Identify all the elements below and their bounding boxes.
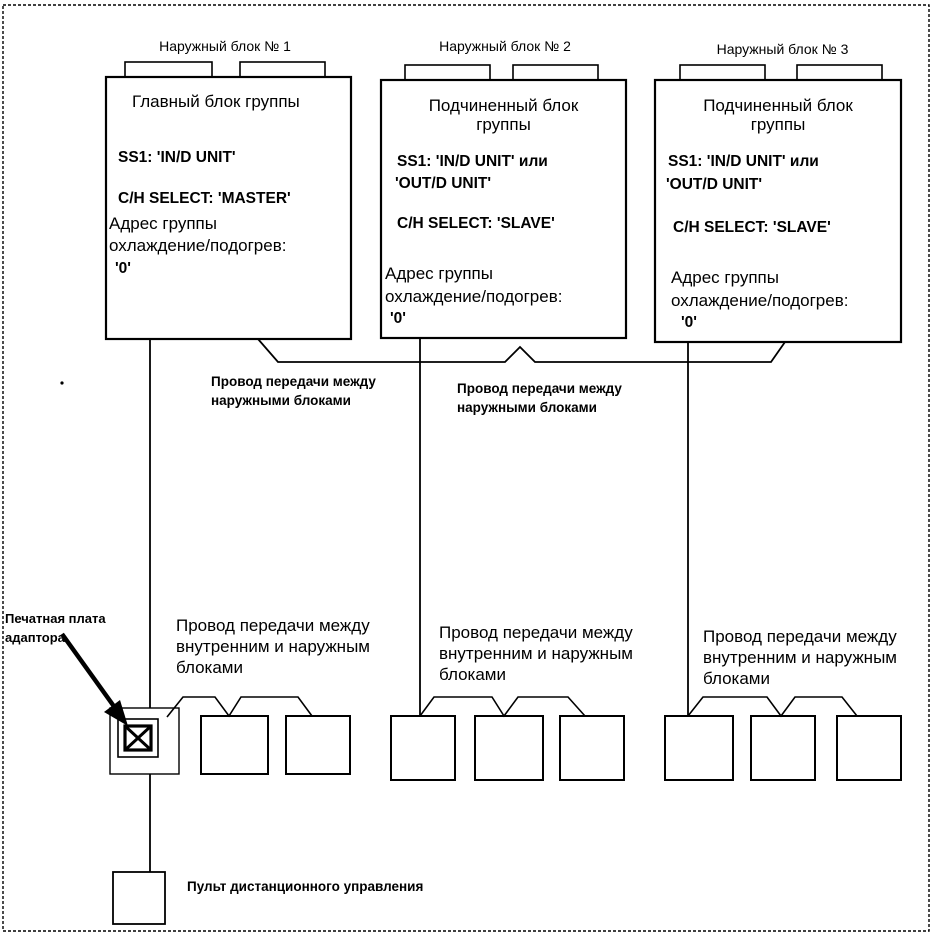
outdoor-transmission-label-2-line1: Провод передачи между: [457, 381, 622, 396]
outdoor-unit-2-address-line1: Адрес группы: [385, 264, 493, 283]
outdoor-unit-2-ch-select: C/H SELECT: 'SLAVE': [397, 215, 555, 232]
adapter-board-label-line1: Печатная плата: [5, 611, 106, 626]
outdoor-transmission-label-1-line2: наружными блоками: [211, 393, 351, 408]
indoor-group-3-shape: [664, 696, 902, 781]
outdoor-transmission-label-1-line1: Провод передачи между: [211, 374, 376, 389]
outdoor-transmission-wire: [257, 338, 786, 363]
indoor-transmission-label-1-line2: внутренним и наружным: [176, 637, 370, 656]
adapter-board-arrow: [60, 632, 128, 726]
outdoor-unit-1-ch-select: C/H SELECT: 'MASTER': [118, 190, 291, 207]
outdoor-unit-2-role-line1: Подчиненный блок: [428, 96, 579, 115]
outdoor-unit-3-ss1-line2: 'OUT/D UNIT': [666, 176, 763, 193]
outdoor-unit-3-address-line2: охлаждение/подогрев:: [671, 291, 849, 310]
outdoor-unit-2-ss1-line1: SS1: 'IN/D UNIT' или: [397, 153, 548, 170]
outdoor-unit-1-shape: [104, 61, 353, 341]
page-border: [2, 4, 930, 932]
remote-controller-shape: [112, 871, 166, 925]
outdoor-unit-1-address-line1: Адрес группы: [109, 214, 217, 233]
indoor-transmission-label-3-line3: блоками: [703, 669, 770, 688]
outdoor-unit-3-ss1-line1: SS1: 'IN/D UNIT' или: [668, 153, 819, 170]
outdoor-unit-3-address-line1: Адрес группы: [671, 268, 779, 287]
outdoor-unit-3-role-line1: Подчиненный блок: [703, 96, 853, 115]
indoor-transmission-label-1-line3: блоками: [176, 658, 243, 677]
indoor-transmission-label-1-line1: Провод передачи между: [176, 616, 370, 635]
outdoor-unit-3-role-line2: группы: [750, 115, 806, 134]
indoor-transmission-label-2-line1: Провод передачи между: [439, 623, 633, 642]
outdoor-transmission-label-2-line2: наружными блоками: [457, 400, 597, 415]
indoor-transmission-label-3-line2: внутренним и наружным: [703, 648, 897, 667]
outdoor-unit-3-ch-select: C/H SELECT: 'SLAVE': [673, 219, 831, 236]
outdoor-unit-3-label: Наружный блок № 3: [716, 41, 849, 57]
indoor-transmission-label-2-line2: внутренним и наружным: [439, 644, 633, 663]
indoor-transmission-label-3-line1: Провод передачи между: [703, 627, 897, 646]
indoor-group-2-shape: [390, 696, 625, 781]
outdoor-unit-2-ss1-line2: 'OUT/D UNIT': [395, 175, 492, 192]
outdoor-unit-2-shape: [379, 64, 628, 340]
outdoor-unit-2-label: Наружный блок № 2: [439, 38, 571, 54]
outdoor-unit-1-address-value: '0': [115, 260, 131, 277]
outdoor-unit-1-ss1: SS1: 'IN/D UNIT': [118, 149, 236, 166]
outdoor-unit-2-address-value: '0': [390, 310, 406, 327]
adapter-board-label-line2: адаптора: [5, 630, 65, 645]
outdoor-unit-2-role-line2: группы: [476, 115, 531, 134]
outdoor-unit-3-shape: [653, 64, 903, 344]
outdoor-unit-1-label: Наружный блок № 1: [159, 38, 291, 54]
outdoor-unit-1-role: Главный блок группы: [132, 92, 300, 111]
indoor-transmission-label-2-line3: блоками: [439, 665, 506, 684]
outdoor-unit-3-address-value: '0': [681, 314, 697, 331]
outdoor-unit-2-address-line2: охлаждение/подогрев:: [385, 287, 563, 306]
indoor-group-1-shape: [109, 696, 351, 775]
outdoor-unit-1-address-line2: охлаждение/подогрев:: [109, 236, 287, 255]
remote-controller-label: Пульт дистанционного управления: [187, 879, 424, 894]
